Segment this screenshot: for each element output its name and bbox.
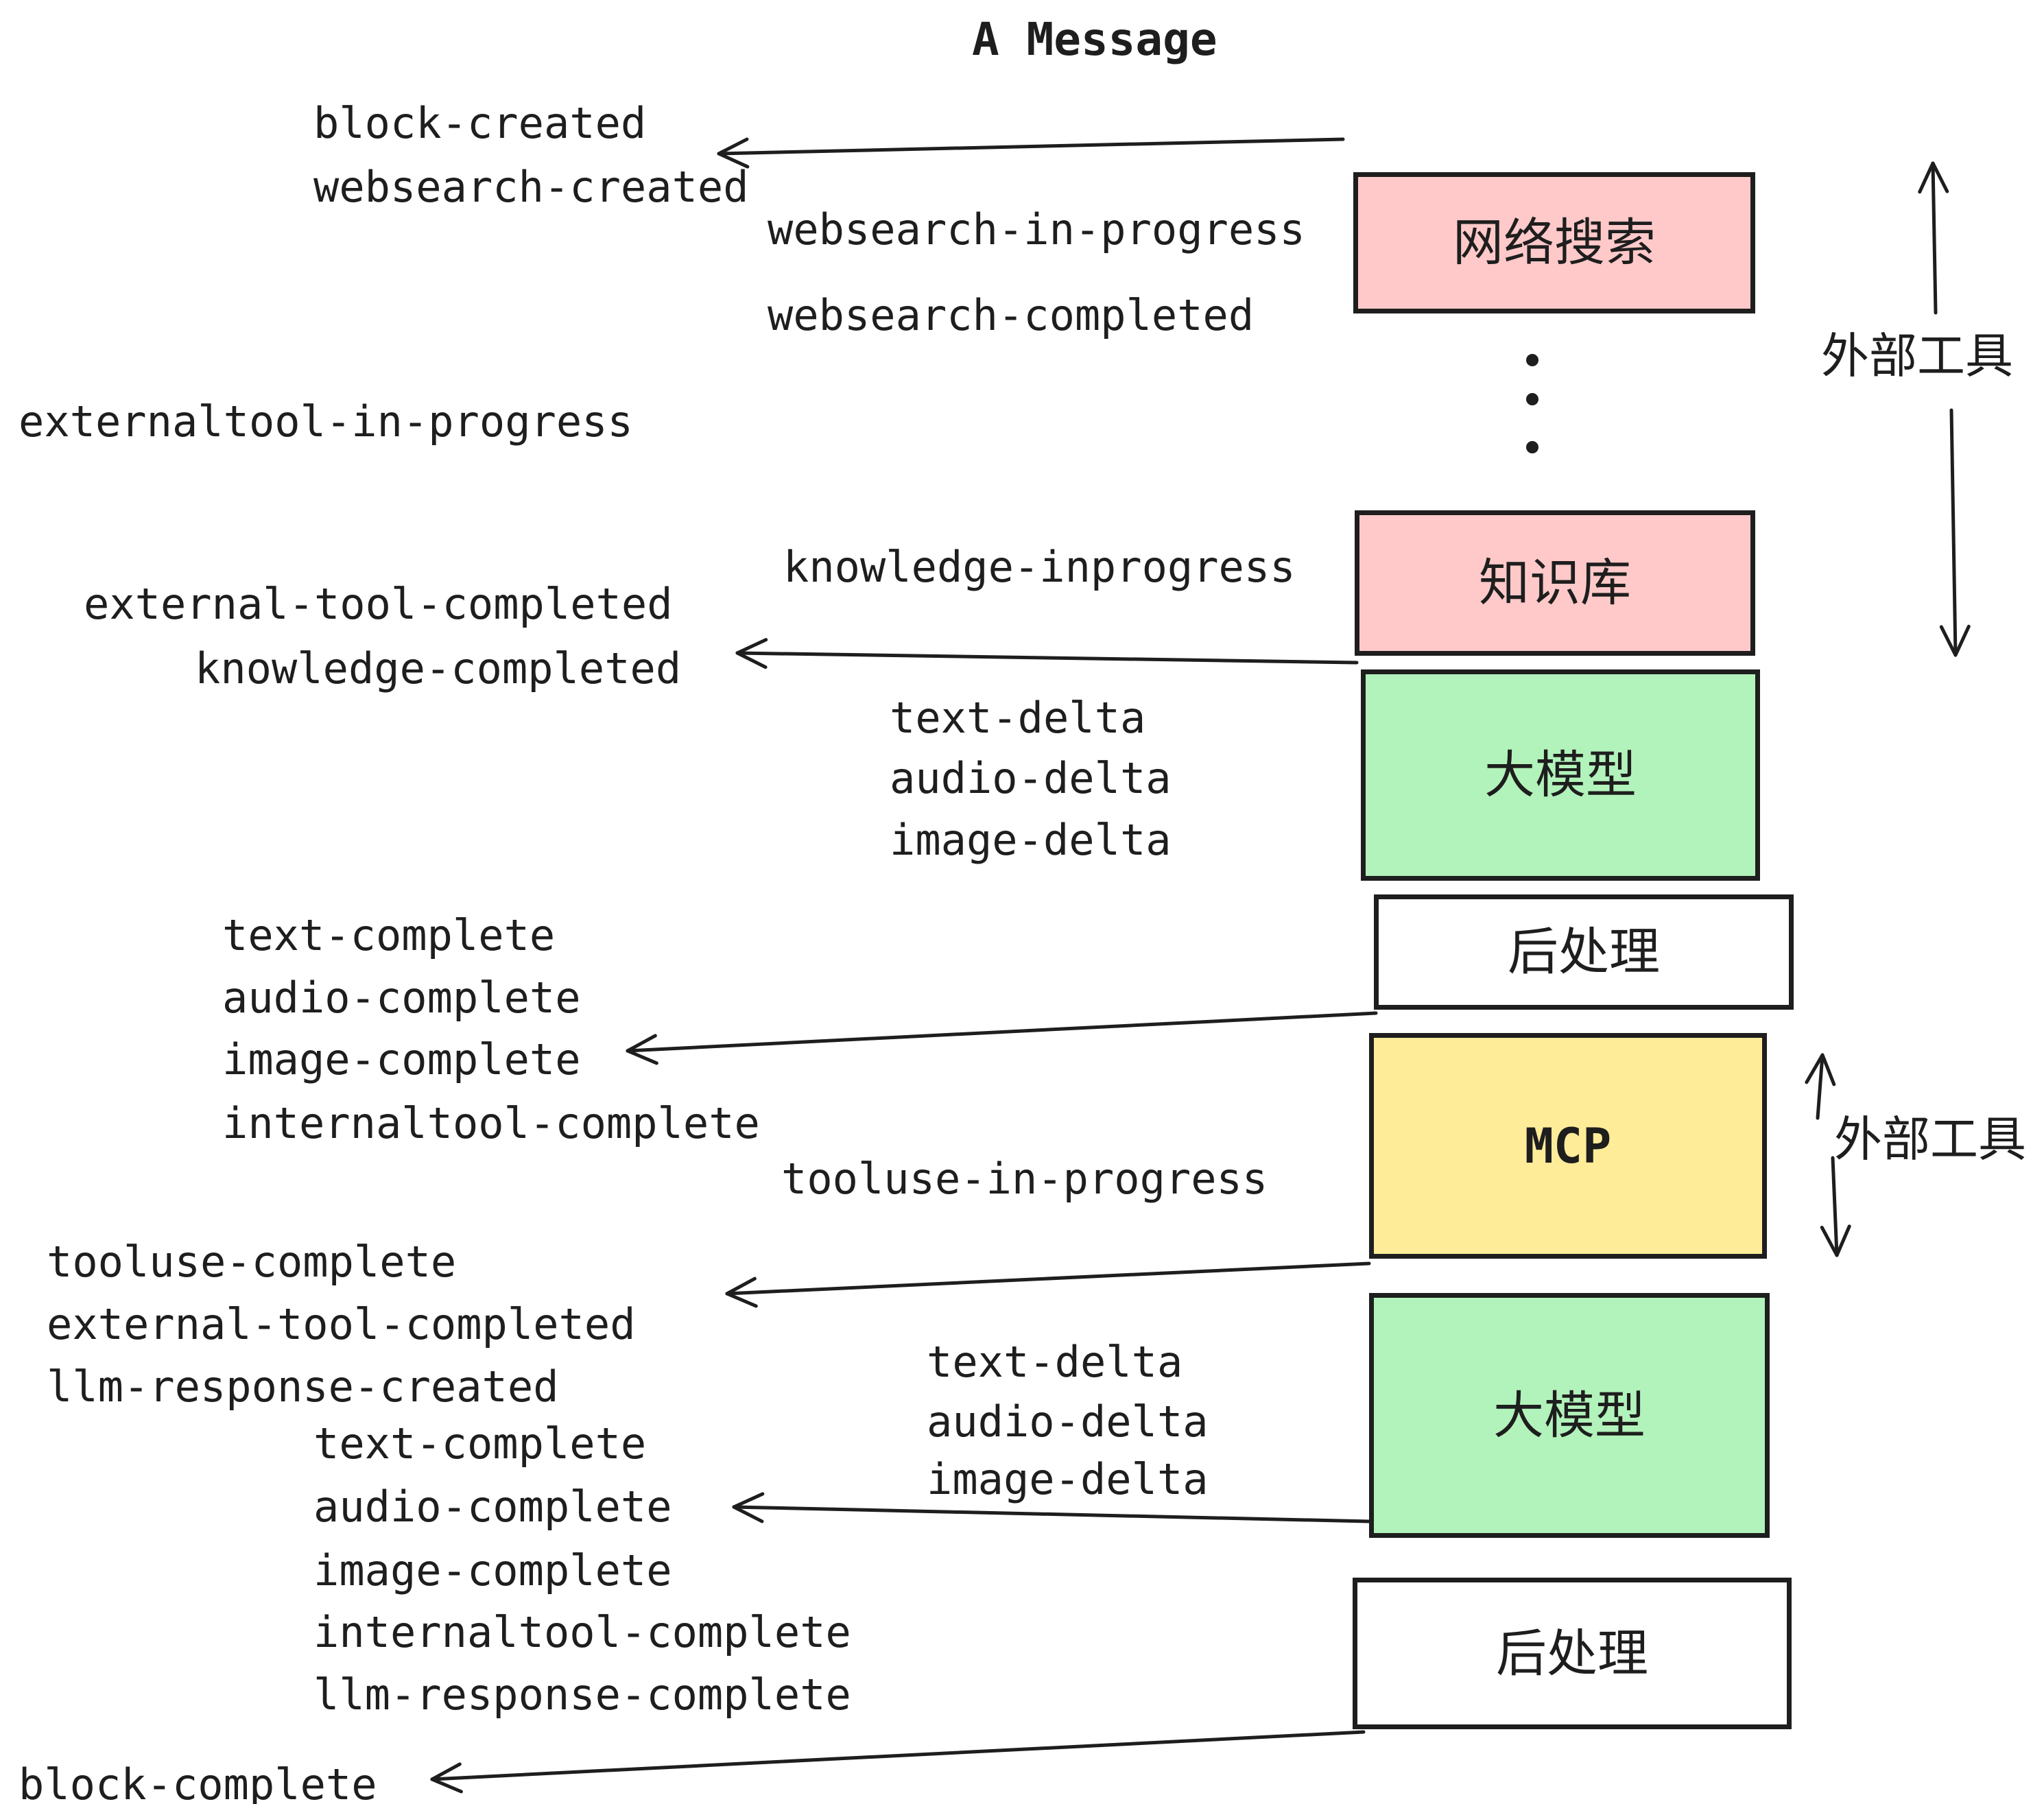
event-label-internaltool-complete: internaltool-complete	[222, 1098, 760, 1148]
box-label-mcp: MCP	[1524, 1117, 1612, 1174]
arrow-to-websearch-created	[717, 137, 1345, 169]
event-label-tooluse-complete: tooluse-complete	[47, 1237, 457, 1287]
diagram-box-post-2: 后处理	[1353, 1578, 1792, 1729]
event-label-image-delta: image-delta	[890, 815, 1172, 865]
event-label-externaltool-in-progress: externaltool-in-progress	[19, 396, 633, 447]
event-label-external-tool-completed: external-tool-completed	[84, 579, 673, 629]
box-label-llm-1: 大模型	[1484, 746, 1637, 803]
arrow-to-knowledge-completed	[735, 638, 1359, 669]
event-label-block-complete: block-complete	[19, 1759, 377, 1804]
event-label-text-delta: text-delta	[927, 1337, 1183, 1387]
event-label-knowledge-completed: knowledge-completed	[195, 643, 682, 693]
event-label-websearch-completed: websearch-completed	[768, 290, 1255, 340]
arrow-external-tool-down-2	[1820, 1156, 1851, 1257]
event-label-websearch-created: websearch-created	[313, 162, 749, 212]
diagram-box-post-1: 后处理	[1374, 894, 1794, 1010]
diagram-box-knowledge: 知识库	[1355, 510, 1755, 656]
event-label-audio-complete: audio-complete	[222, 973, 581, 1023]
event-label-audio-complete: audio-complete	[313, 1482, 672, 1532]
event-label-tooluse-in-progress: tooluse-in-progress	[781, 1154, 1268, 1204]
box-label-post-1: 后处理	[1508, 923, 1660, 980]
event-label-image-delta: image-delta	[927, 1454, 1209, 1504]
arrow-to-tooluse-complete	[725, 1261, 1371, 1308]
box-label-post-2: 后处理	[1496, 1624, 1648, 1682]
diagram-box-llm-2: 大模型	[1369, 1293, 1770, 1538]
event-label-image-complete: image-complete	[222, 1034, 581, 1084]
arrow-to-block-complete	[430, 1730, 1366, 1794]
diagram-box-mcp: MCP	[1369, 1033, 1767, 1259]
box-label-llm-2: 大模型	[1493, 1386, 1645, 1444]
event-label-text-complete: text-complete	[222, 910, 556, 960]
side-annotation-external-tools-1: 外部工具	[1821, 329, 2013, 383]
event-label-knowledge-inprogress: knowledge-inprogress	[783, 542, 1296, 592]
box-label-websearch: 网络搜索	[1453, 214, 1656, 271]
event-label-image-complete: image-complete	[313, 1545, 672, 1595]
vertical-ellipsis-dots	[1526, 354, 1538, 453]
diagram-box-llm-1: 大模型	[1361, 669, 1760, 881]
event-label-external-tool-completed: external-tool-completed	[47, 1299, 636, 1349]
arrow-to-image-complete	[626, 1011, 1378, 1065]
arrow-external-tool-up-2	[1805, 1053, 1836, 1120]
event-label-text-delta: text-delta	[890, 693, 1146, 743]
arrow-external-tool-up-1	[1918, 161, 1949, 315]
event-label-audio-delta: audio-delta	[890, 753, 1172, 803]
event-label-websearch-in-progress: websearch-in-progress	[768, 204, 1305, 254]
event-label-block-created: block-created	[313, 98, 647, 148]
event-label-audio-delta: audio-delta	[927, 1397, 1209, 1447]
event-label-text-complete: text-complete	[313, 1419, 647, 1469]
box-label-knowledge: 知识库	[1479, 554, 1631, 611]
page-title: A Message	[972, 13, 1217, 66]
side-annotation-external-tools-2: 外部工具	[1834, 1113, 2026, 1166]
arrow-external-tool-down-1	[1939, 408, 1971, 657]
arrow-to-audio-complete	[732, 1492, 1371, 1523]
event-label-llm-response-complete: llm-response-complete	[313, 1670, 851, 1720]
event-label-llm-response-created: llm-response-created	[47, 1362, 559, 1412]
diagram-box-websearch: 网络搜索	[1353, 172, 1755, 313]
event-label-internaltool-complete: internaltool-complete	[313, 1607, 851, 1657]
